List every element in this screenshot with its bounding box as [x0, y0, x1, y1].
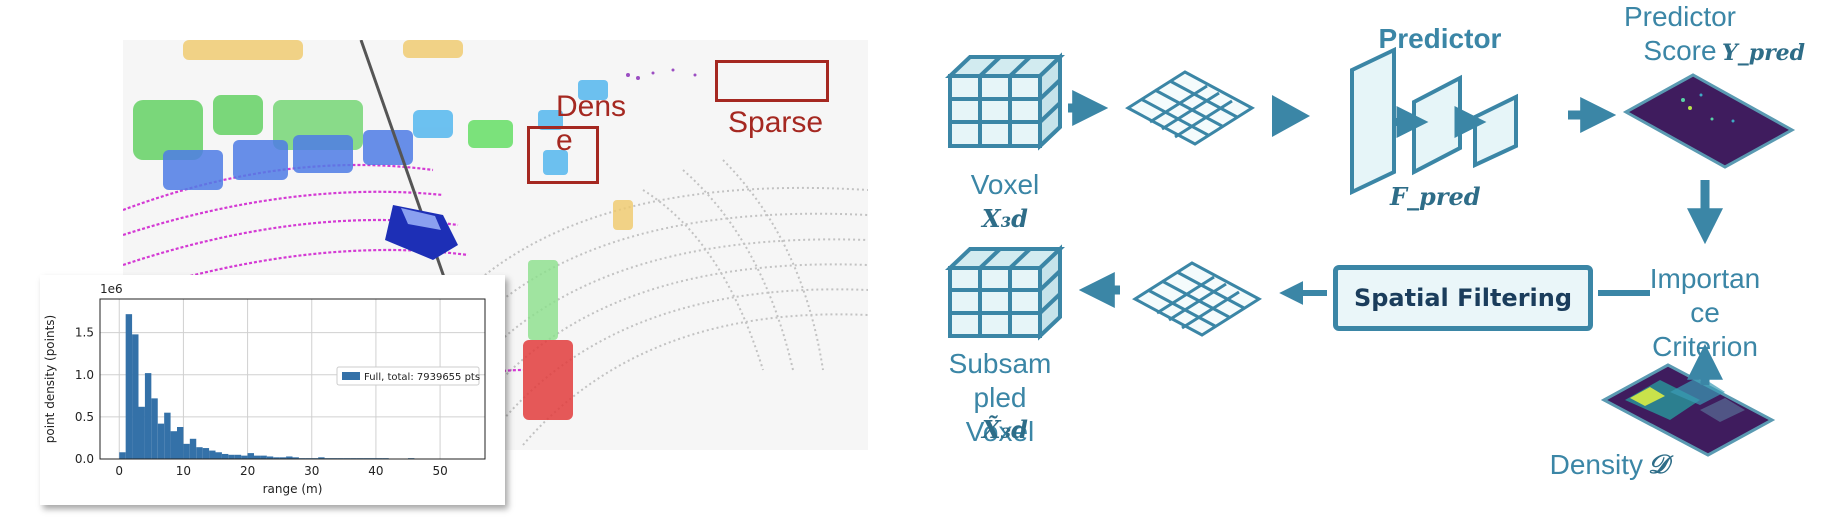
spatial-filtering-label: Spatial Filtering	[1353, 284, 1573, 312]
histogram-bar	[241, 455, 248, 459]
bev-grid-icon	[1125, 70, 1255, 146]
x-tick-label: 40	[368, 464, 383, 478]
legend-box	[336, 366, 480, 386]
axis-exponent-label: 1e6	[100, 282, 123, 296]
predictor-score-symbol: Y_pred	[1722, 40, 1806, 66]
histogram-bar	[196, 447, 203, 459]
y-tick-label: 1.5	[75, 326, 94, 340]
predictor-score-label: Predictor Score	[1623, 1, 1737, 66]
arrow-icon	[1272, 95, 1310, 137]
density-map-icon	[1600, 363, 1776, 457]
plot-frame	[99, 298, 486, 460]
histogram-bar	[189, 438, 197, 459]
histogram-bar	[247, 453, 254, 459]
sparse-highlight-box	[715, 60, 829, 102]
histogram-bar	[260, 455, 267, 459]
subsampled-voxel-label: Subsam pled Voxel	[948, 348, 1052, 447]
x-tick-label: 10	[176, 464, 191, 478]
histogram-bar	[170, 431, 177, 459]
voxel-cube-icon	[944, 52, 1066, 151]
histogram-bar	[119, 452, 126, 459]
predictor-network-icon	[1350, 46, 1518, 196]
density-label: Density	[1549, 449, 1643, 480]
histogram-bar	[202, 448, 210, 459]
histogram-bar	[157, 423, 165, 459]
y-axis-label: point density (points)	[43, 315, 57, 443]
histogram-bar	[151, 398, 158, 459]
subsampled-voxel-cube-icon	[944, 244, 1066, 341]
histogram-bar	[209, 450, 216, 459]
histogram-bar	[221, 453, 229, 459]
legend-swatch	[342, 372, 360, 380]
histogram-bar	[215, 452, 222, 459]
histogram-bar	[144, 373, 152, 459]
subsampled-voxel-symbol: X̃₃d	[982, 415, 1028, 444]
density-symbol: 𝒟	[1648, 450, 1669, 480]
legend-label: Full, total: 7939655 pts	[364, 372, 480, 383]
y-tick-label: 0.0	[75, 452, 94, 466]
histogram-bar	[292, 457, 299, 459]
x-tick-label: 50	[432, 464, 447, 478]
voxel-label: Voxel	[970, 169, 1040, 200]
dense-label: Dens e	[556, 90, 627, 157]
x-tick-label: 30	[304, 464, 319, 478]
dense-highlight-box	[527, 126, 599, 184]
ego-car	[385, 205, 458, 260]
y-tick-label: 0.5	[75, 410, 94, 424]
range-histogram: 0 10 20 30 40 50 0.0 0.5 1.0 1.5 range (m) point de…	[43, 282, 486, 496]
histogram-bar	[125, 314, 133, 459]
histogram-bar	[183, 443, 190, 459]
histogram-bar	[228, 454, 235, 459]
y-tick-label: 1.0	[75, 368, 94, 382]
histogram-bar	[318, 457, 325, 459]
histogram-bar	[279, 457, 287, 459]
histogram-bar	[164, 412, 171, 459]
histogram-bar	[254, 455, 261, 459]
histogram-bar	[132, 334, 139, 459]
histogram-panel: 0 10 20 30 40 50 0.0 0.5 1.0 1.5 range (m) point de…	[40, 275, 505, 505]
voxel-symbol: X₃d	[982, 204, 1028, 233]
bev-grid-icon	[1132, 261, 1262, 337]
predictor-symbol: F_pred	[1390, 182, 1481, 211]
histogram-bar	[273, 457, 280, 459]
sparse-label: Sparse	[728, 106, 824, 139]
histogram-bar	[266, 456, 274, 459]
x-axis-label: range (m)	[263, 482, 323, 496]
histogram-bar	[234, 454, 242, 459]
importance-criterion-label: Importan ce Criterion	[1649, 263, 1761, 362]
x-tick-label: 20	[240, 464, 255, 478]
predictor-title: Predictor	[1378, 23, 1502, 54]
histogram-bar	[138, 406, 145, 459]
histogram-bar	[286, 456, 293, 459]
spatial-filtering-box: Spatial Filtering	[1333, 265, 1593, 331]
histogram-bar	[177, 427, 184, 459]
score-map-icon	[1622, 73, 1796, 169]
x-tick-label: 0	[115, 464, 123, 478]
